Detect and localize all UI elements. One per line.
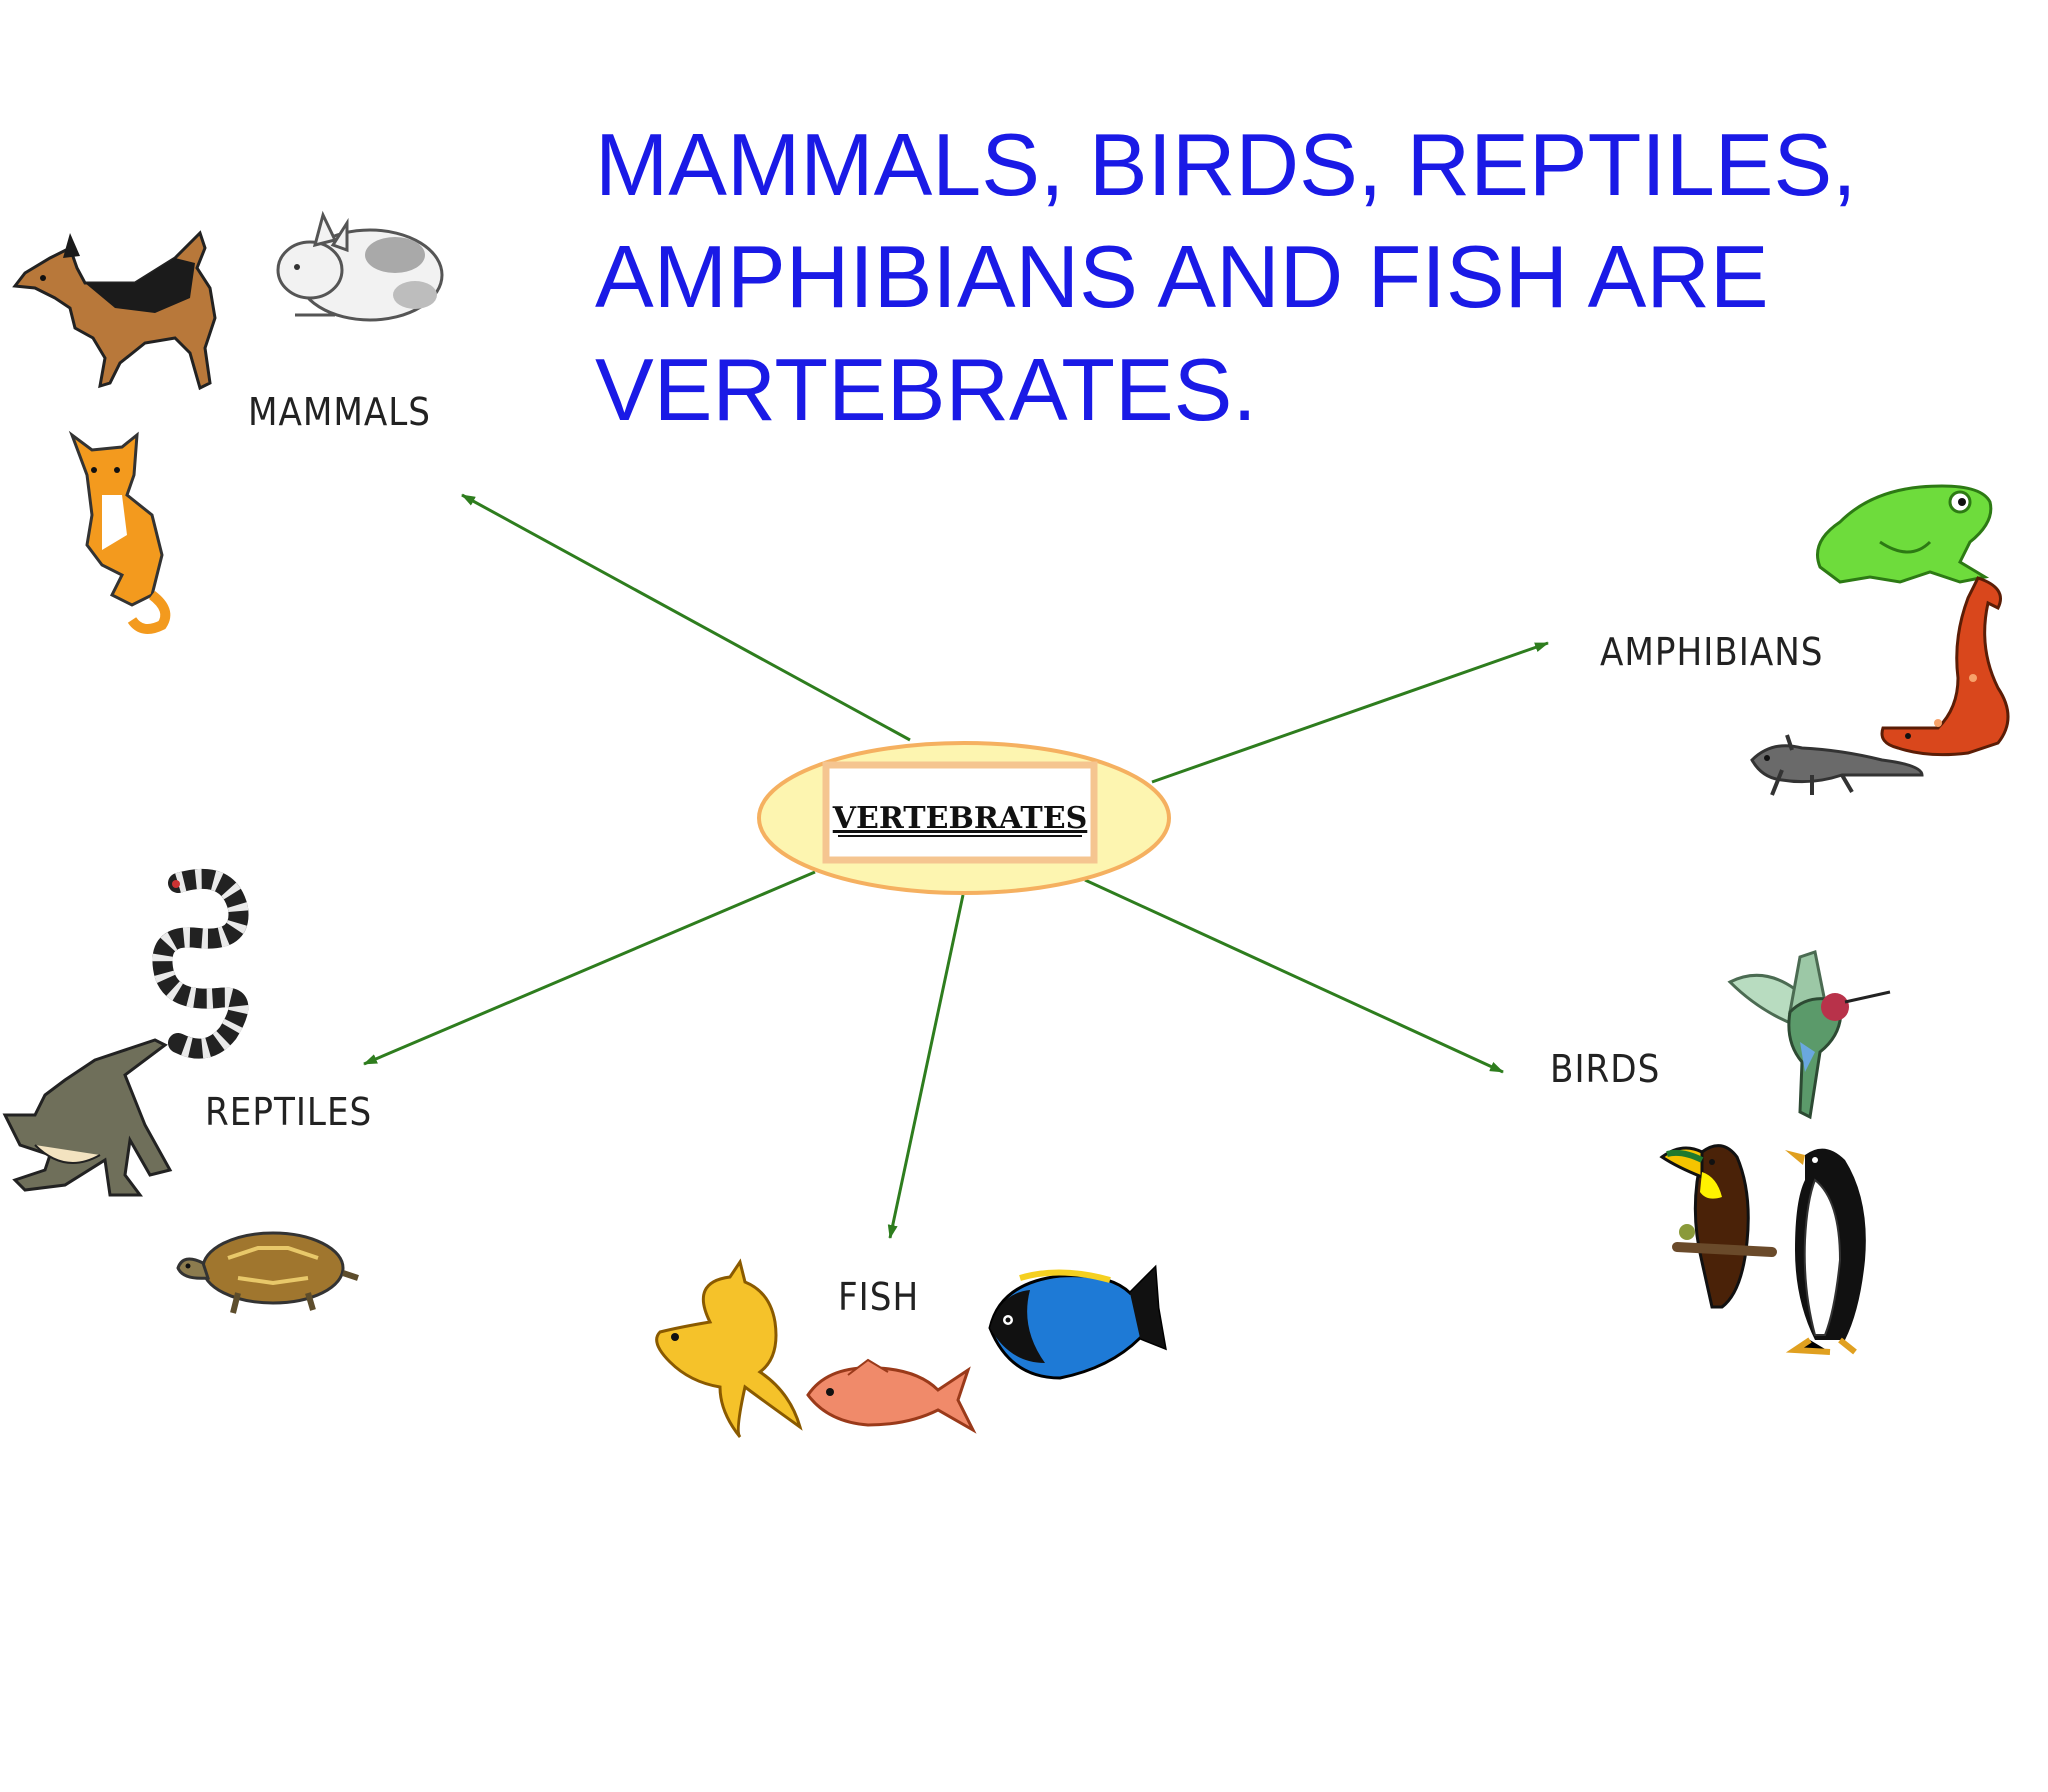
red-fish-icon [806,1358,977,1434]
blue-tang-icon [988,1264,1167,1380]
salamander-icon [1880,576,2010,757]
cat-icon [68,430,171,634]
label-birds: BIRDS [1550,1047,1660,1091]
toucan-icon [1659,1144,1777,1309]
dog-icon [12,230,217,391]
rabbit-icon [276,210,444,322]
arrow-to-birds [1084,878,1504,1074]
title-line-3: VERTEBRATES. [595,340,1257,439]
label-mammals: MAMMALS [248,390,431,434]
arrow-to-fish [887,894,965,1239]
penguin-icon [1785,1148,1866,1355]
frog-icon [1816,484,1993,584]
arrow-to-mammals [461,493,911,742]
label-reptiles: REPTILES [205,1090,372,1134]
center-label-box [822,761,1098,864]
label-amphibians: AMPHIBIANS [1600,630,1823,674]
title: MAMMALS, BIRDS, REPTILES, AMPHIBIANS AND… [595,115,1857,439]
goldfish-icon [655,1258,803,1439]
arrow-to-reptiles [363,870,816,1066]
center-node: VERTEBRATES [757,741,1171,895]
turtle-icon [176,1231,359,1314]
crocodile-icon [2,1038,173,1197]
hummingbird-icon [1727,950,1891,1120]
label-fish: FISH [838,1275,919,1319]
newt-icon [1750,734,1924,796]
arrow-to-amphibians [1151,641,1549,784]
title-line-2: AMPHIBIANS AND FISH ARE [595,227,1769,326]
snake-icon [152,868,249,1059]
arrows [363,493,1549,1239]
title-line-1: MAMMALS, BIRDS, REPTILES, [595,115,1857,214]
center-label: VERTEBRATES [832,801,1088,836]
